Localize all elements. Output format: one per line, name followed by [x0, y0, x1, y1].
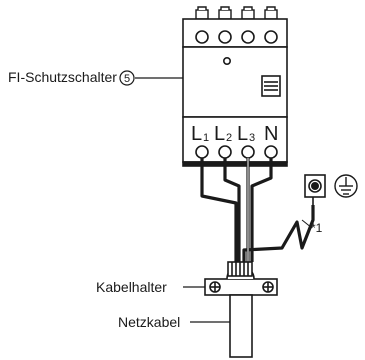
cable-holder-label: Kabelhalter — [96, 279, 167, 295]
footnote-callout: *1 — [301, 219, 323, 235]
wire-l2 — [223, 158, 241, 262]
rcd-callout: FI-Schutzschalter 5 — [8, 69, 183, 86]
mains-cable — [229, 294, 253, 358]
rcd-ref-circle — [119, 70, 135, 86]
holder-screw-right — [262, 281, 274, 293]
rcd-device — [182, 6, 288, 167]
terminal-label-l2-sub: 2 — [226, 132, 232, 144]
rcd-label: FI-Schutzschalter — [8, 69, 117, 85]
mounting-rail — [182, 161, 288, 167]
mains-cable-callout: Netzkabel — [118, 314, 230, 330]
wire-l1 — [200, 158, 238, 262]
holder-screw-left — [209, 281, 221, 293]
upper-terminal-screws — [195, 30, 278, 44]
ground-screw-icon — [304, 174, 326, 206]
test-button — [223, 56, 232, 65]
protective-earth-icon — [334, 174, 358, 198]
terminal-label-l3: L — [237, 123, 248, 145]
wire-n — [250, 158, 273, 262]
footnote-leader — [301, 219, 313, 229]
cable-holder — [204, 261, 278, 296]
footnote-label: *1 — [311, 221, 323, 235]
wire-pe — [242, 205, 315, 262]
terminal-label-n: N — [264, 123, 278, 145]
terminal-label-l3-sub: 3 — [249, 132, 255, 144]
terminal-label-l1: L — [191, 123, 202, 145]
mains-cable-label: Netzkabel — [118, 314, 180, 330]
top-terminal-caps — [195, 6, 278, 20]
terminal-label-l2: L — [214, 123, 225, 145]
cable-holder-callout: Kabelhalter — [96, 279, 205, 295]
terminal-labels: L 1 L 2 L 3 N — [191, 123, 278, 145]
rcd-ref-number: 5 — [124, 73, 130, 85]
supply-wires — [200, 158, 315, 262]
toggle-lever — [261, 75, 281, 97]
terminal-label-l1-sub: 1 — [203, 132, 209, 144]
